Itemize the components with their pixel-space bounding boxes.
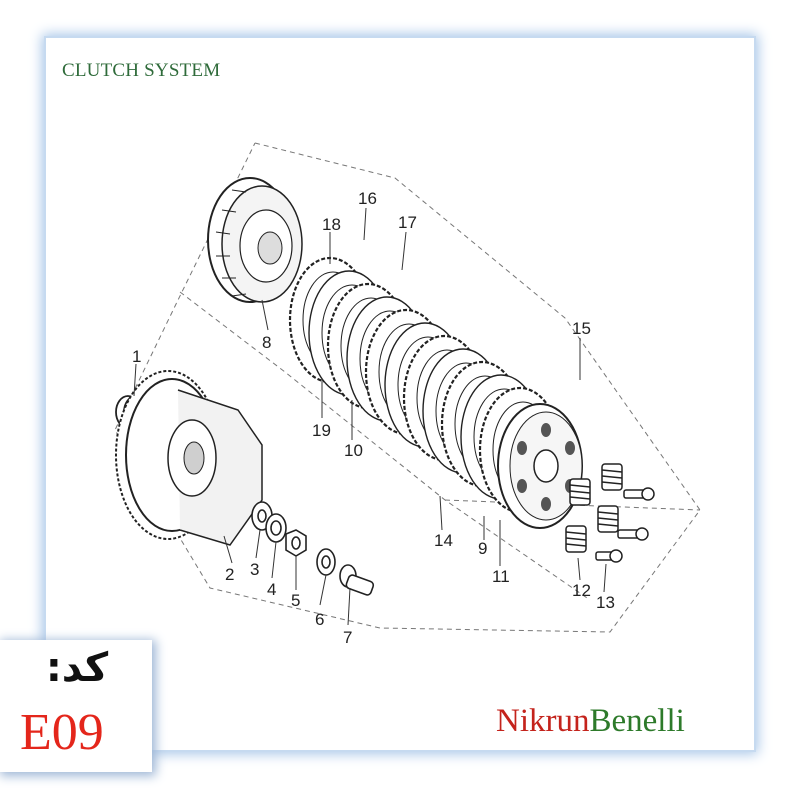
callout-7: 7 [343,628,352,647]
callout-4: 4 [267,580,276,599]
callout-10: 10 [344,441,363,460]
callout-8: 8 [262,333,271,352]
code-value: E09 [20,704,104,761]
clutch-housing-part [115,370,263,546]
dashed-inner-outline [179,291,591,601]
callout-6: 6 [315,610,324,629]
callout-2: 2 [225,565,234,584]
clutch-hub-part [207,177,303,303]
clutch-plate-stack [288,256,562,514]
brand-part-2: Benelli [589,703,685,739]
callout-12: 12 [572,581,591,600]
callout-18: 18 [322,215,341,234]
thrust-washer-part [316,548,336,576]
leader-lines [133,207,607,626]
callout-15: 15 [572,319,591,338]
callout-numbers: 1 2 3 4 5 6 7 8 9 10 11 12 13 14 15 16 1… [132,189,615,647]
callout-14: 14 [434,531,453,550]
lock-washer-part [265,513,287,543]
code-box [0,640,152,772]
callout-13: 13 [596,593,615,612]
callout-1: 1 [132,347,141,366]
callout-9: 9 [478,539,487,558]
push-rod-part [339,564,375,596]
callout-3: 3 [250,560,259,579]
brand-logo: NikrunBenelli [496,703,685,740]
callout-17: 17 [398,213,417,232]
code-label: کد: [45,645,109,691]
clutch-bolts [595,487,655,563]
page-title: CLUTCH SYSTEM [62,60,221,81]
brand-part-1: Nikrun [496,703,590,739]
callout-16: 16 [358,189,377,208]
clutch-springs [565,463,623,553]
nut-part [285,529,307,557]
callout-5: 5 [291,591,300,610]
pressure-plate-part [497,403,583,529]
callout-11: 11 [492,567,510,586]
dashed-group-outline [114,142,701,633]
callout-19: 19 [312,421,331,440]
